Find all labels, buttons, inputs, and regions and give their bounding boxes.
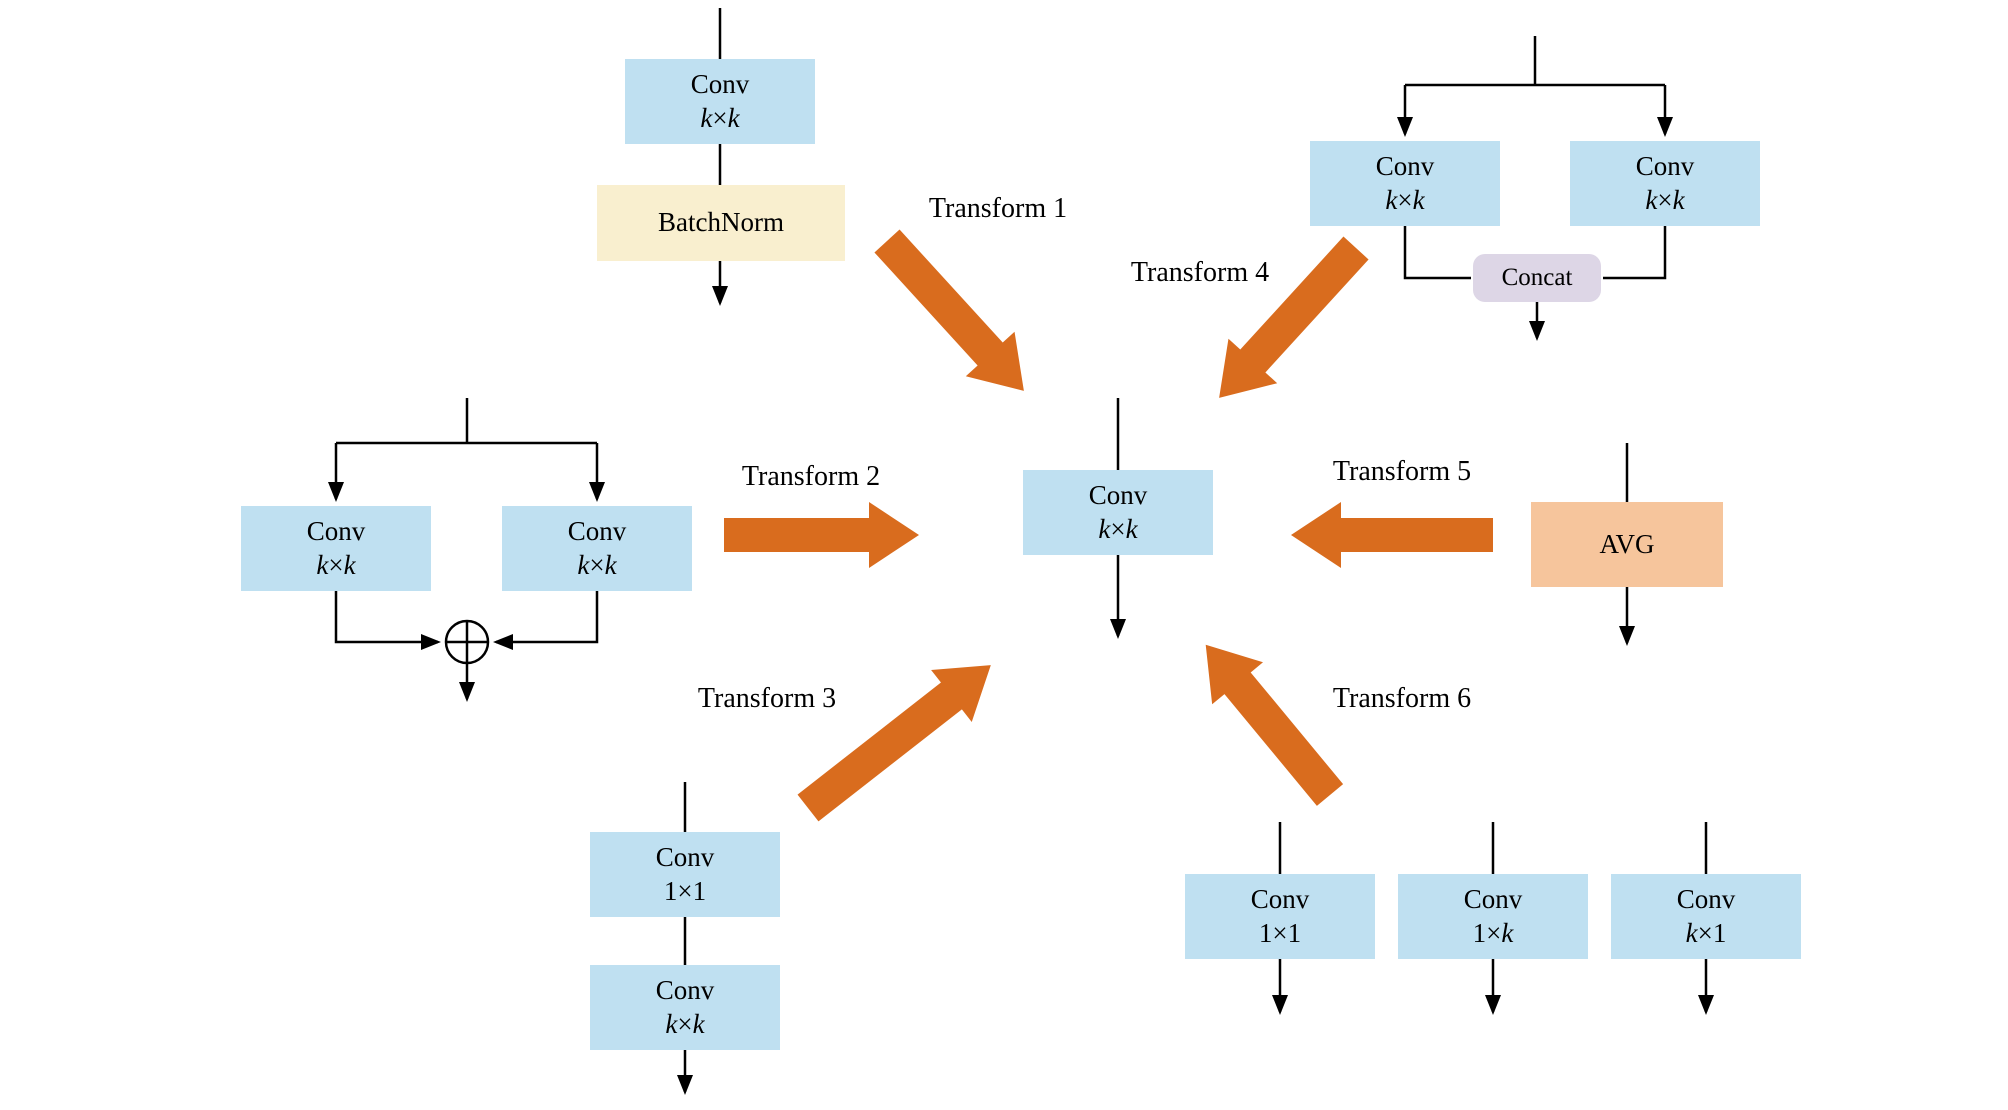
branch2-conv-right-box: Conv k×k bbox=[502, 506, 692, 591]
concat-label: Concat bbox=[1501, 264, 1573, 292]
kernel-size-label: k×k bbox=[1645, 184, 1685, 215]
branch6-conv-kx1-box: Conv k×1 bbox=[1611, 874, 1801, 959]
kernel-size-label: k×k bbox=[665, 1008, 705, 1039]
conv-op-label: Conv bbox=[1088, 479, 1148, 510]
branch3-conv-bottom-box: Conv k×k bbox=[590, 965, 780, 1050]
conv-op-label: Conv bbox=[690, 68, 750, 99]
conv-op-label: Conv bbox=[1463, 883, 1523, 914]
branch4-conv-right-box: Conv k×k bbox=[1570, 141, 1760, 226]
conv-op-label: Conv bbox=[1676, 883, 1736, 914]
transform5-label: Transform 5 bbox=[1332, 456, 1472, 487]
transform6-label: Transform 6 bbox=[1332, 683, 1472, 714]
avg-label: AVG bbox=[1599, 528, 1655, 559]
transform2-arrow bbox=[724, 502, 919, 568]
branch1-batchnorm-box: BatchNorm bbox=[597, 185, 845, 261]
center-conv-box: Conv k×k bbox=[1023, 470, 1213, 555]
conv-op-label: Conv bbox=[1375, 150, 1435, 181]
kernel-size-label: k×k bbox=[1385, 184, 1425, 215]
branch5-avg-box: AVG bbox=[1531, 502, 1723, 587]
branch4-wires bbox=[1397, 36, 1673, 341]
conv-op-label: Conv bbox=[655, 974, 715, 1005]
kernel-size-label: 1×k bbox=[1472, 917, 1514, 948]
transform6-arrow bbox=[1205, 644, 1344, 806]
add-op-icon bbox=[444, 619, 490, 665]
branch6-conv-1x1-box: Conv 1×1 bbox=[1185, 874, 1375, 959]
conv-op-label: Conv bbox=[1250, 883, 1310, 914]
kernel-size-label: k×k bbox=[1098, 513, 1138, 544]
branch6-wires bbox=[1272, 822, 1714, 1015]
branch6-conv-1xk-box: Conv 1×k bbox=[1398, 874, 1588, 959]
transform1-label: Transform 1 bbox=[928, 193, 1068, 224]
transform3-arrow bbox=[797, 665, 991, 822]
kernel-size-label: 1×1 bbox=[663, 875, 707, 906]
kernel-size-label: 1×1 bbox=[1258, 917, 1302, 948]
conv-op-label: Conv bbox=[655, 841, 715, 872]
branch4-conv-left-box: Conv k×k bbox=[1310, 141, 1500, 226]
transform4-label: Transform 4 bbox=[1130, 257, 1270, 288]
kernel-size-label: k×k bbox=[700, 102, 740, 133]
conv-op-label: Conv bbox=[1635, 150, 1695, 181]
branch4-concat-box: Concat bbox=[1473, 254, 1601, 302]
branch2-wires bbox=[328, 398, 605, 702]
kernel-size-label: k×k bbox=[316, 549, 356, 580]
kernel-size-label: k×1 bbox=[1685, 917, 1727, 948]
transform5-arrow bbox=[1291, 502, 1493, 568]
conv-op-label: Conv bbox=[567, 515, 627, 546]
branch1-conv-box: Conv k×k bbox=[625, 59, 815, 144]
transform1-arrow bbox=[874, 229, 1024, 391]
transform-arrows bbox=[724, 229, 1493, 822]
conv-op-label: Conv bbox=[306, 515, 366, 546]
branch2-conv-left-box: Conv k×k bbox=[241, 506, 431, 591]
batchnorm-label: BatchNorm bbox=[658, 207, 784, 238]
transform4-arrow bbox=[1219, 236, 1369, 398]
transform3-label: Transform 3 bbox=[697, 683, 837, 714]
kernel-size-label: k×k bbox=[577, 549, 617, 580]
transform2-label: Transform 2 bbox=[741, 461, 881, 492]
branch3-conv-top-box: Conv 1×1 bbox=[590, 832, 780, 917]
